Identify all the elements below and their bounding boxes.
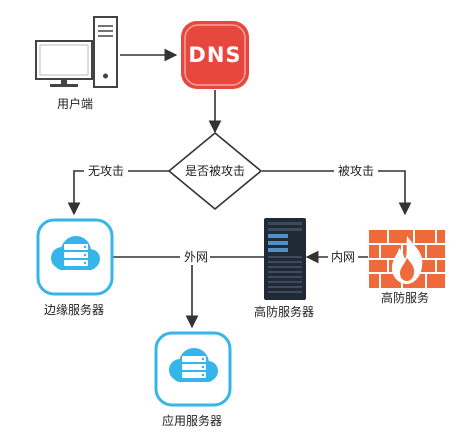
decision-diamond (167, 131, 263, 211)
dns-logo-text: DNS (188, 43, 241, 67)
high-defense-server-label: 高防服务器 (254, 304, 314, 319)
arrow-attacked-branch (262, 170, 412, 216)
dns-node: DNS (181, 21, 249, 89)
decision-node: 是否被攻击 (167, 131, 263, 211)
user-client-node: 用户端 (35, 16, 118, 111)
arrow-no-attack-branch (67, 170, 170, 216)
cloud-server-icon (36, 218, 114, 296)
high-defense-service-label: 高防服务 (381, 290, 429, 305)
high-defense-service-node: 高防服务 (369, 230, 445, 305)
connectors (67, 48, 412, 329)
decision-label: 是否被攻击 (185, 164, 245, 178)
edge-server-node: 边缘服务器 (36, 218, 114, 317)
internal-network-label: 内网 (331, 250, 355, 264)
external-network-label: 外网 (184, 250, 208, 264)
cloud-server-icon (154, 331, 232, 407)
no-attack-label: 无攻击 (88, 164, 124, 178)
attacked-label: 被攻击 (338, 164, 374, 178)
server-rack-icon (264, 218, 306, 300)
dns-icon (181, 21, 249, 89)
high-defense-server-node: 高防服务器 (254, 218, 314, 319)
edge-server-label: 边缘服务器 (44, 302, 104, 317)
computer-icon (35, 16, 118, 88)
app-server-label: 应用服务器 (162, 413, 222, 428)
user-client-label: 用户端 (57, 96, 93, 111)
firewall-icon (369, 230, 445, 288)
app-server-node: 应用服务器 (154, 331, 232, 428)
